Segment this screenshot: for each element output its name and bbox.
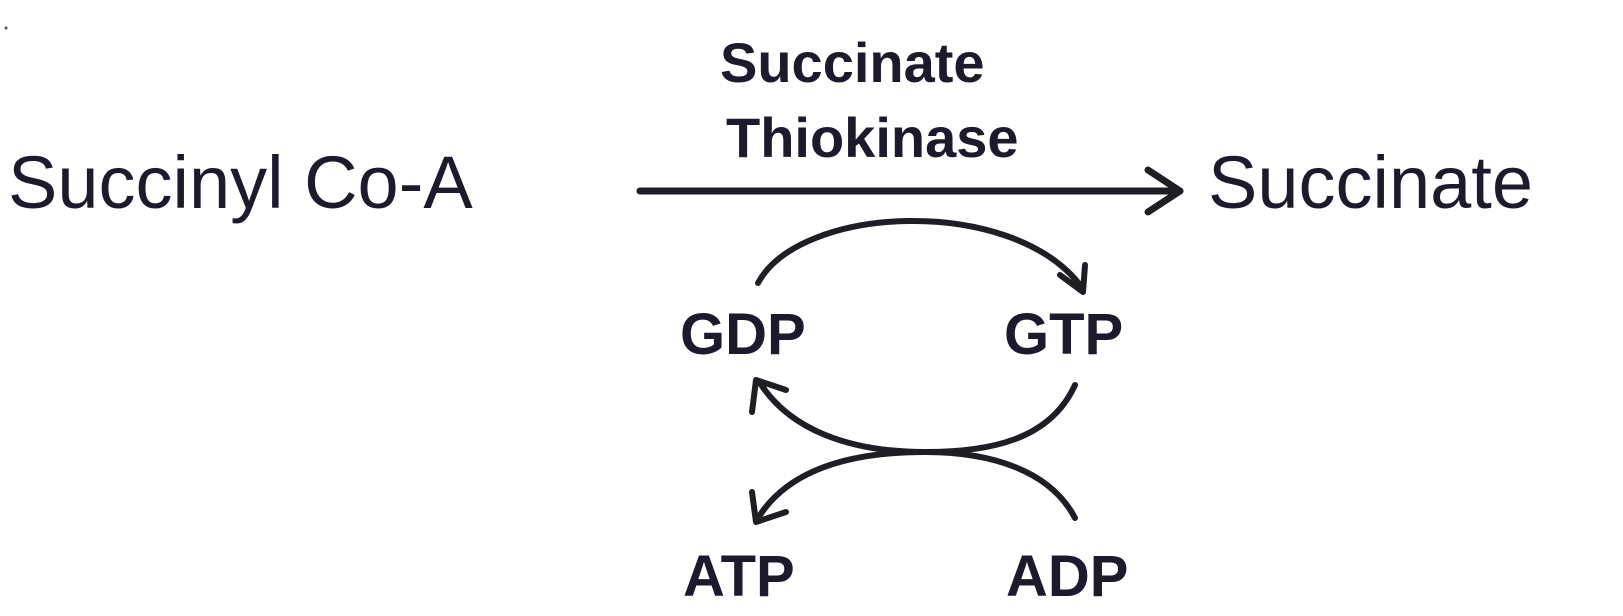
gdp-to-gtp-arc	[755, 218, 1083, 288]
gtp-to-gdp-arc	[757, 380, 1078, 455]
reaction-arrow-head	[1144, 166, 1184, 216]
adp-to-atp-arc	[757, 449, 1078, 521]
gdp-to-gtp-arrowhead-icon	[1057, 262, 1088, 295]
atp-label: ATP	[683, 544, 795, 609]
adp-to-atp-arrowhead-icon	[749, 489, 789, 525]
gtp-to-gdp-arrowhead-icon	[749, 377, 789, 415]
adp-label: ADP	[1006, 544, 1128, 609]
gdp-label: GDP	[680, 302, 806, 367]
gtp-label: GTP	[1004, 302, 1123, 367]
enzyme-label-line2: Thiokinase	[726, 106, 1019, 169]
product-label: Succinate	[1208, 141, 1533, 224]
corner-dot	[4, 26, 8, 30]
enzyme-label-line1: Succinate	[720, 31, 985, 94]
substrate-label: Succinyl Co-A	[8, 141, 473, 224]
